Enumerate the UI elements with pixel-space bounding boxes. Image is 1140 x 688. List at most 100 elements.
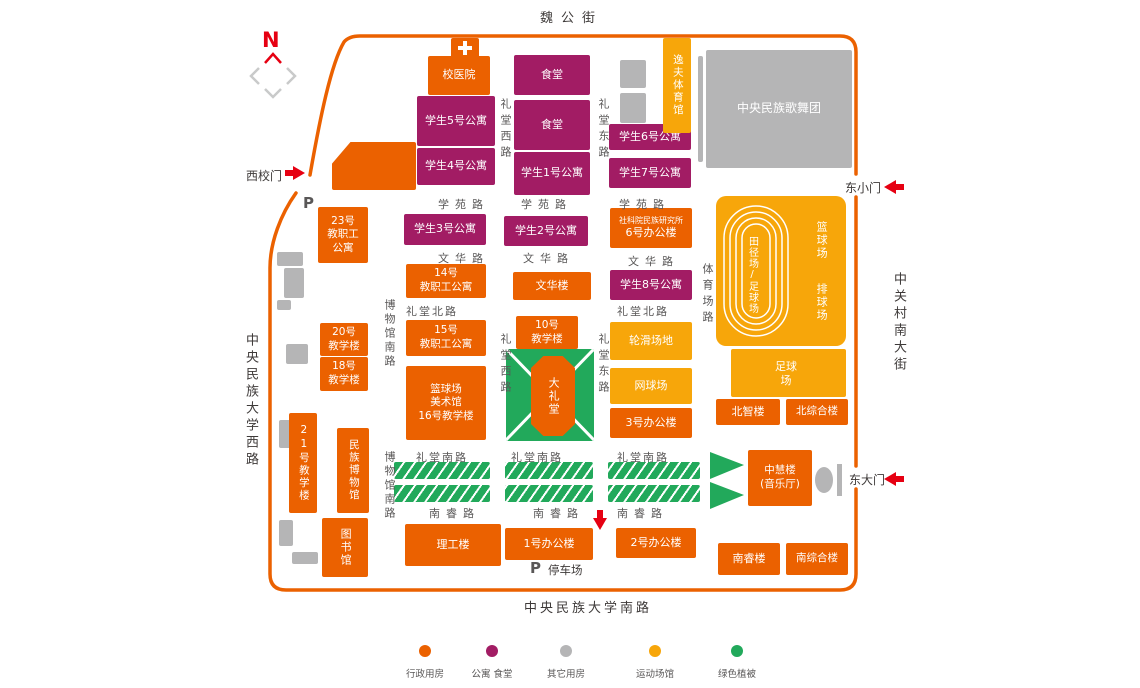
road-label-litang-bei-2: 礼堂北路 (617, 305, 669, 318)
building-dorm1: 学生1号公寓 (514, 152, 590, 195)
road-label-nanrui-3: 南睿路 (617, 507, 668, 520)
building-nanrui: 南睿楼 (718, 543, 780, 575)
road-label-wenhua-1: 文华路 (438, 252, 489, 265)
building-hospital: 校医院 (428, 56, 490, 95)
road-label-litang-dong-1: 礼堂东路 (597, 98, 610, 162)
misc-building (698, 56, 703, 162)
parking-symbol-west: P (303, 194, 314, 212)
building-teach-18: 18号 教学楼 (320, 357, 368, 391)
hedge-row (394, 462, 490, 479)
road-label-weigong-street: 魏公街 (540, 11, 604, 26)
building-office-3: 3号办公楼 (610, 408, 692, 438)
hedge-row (608, 485, 700, 502)
parking-symbol-south: P (530, 559, 541, 577)
misc-building-orange (332, 142, 416, 190)
building-dorm4: 学生4号公寓 (417, 148, 495, 185)
hospital-cross-icon (458, 46, 472, 50)
misc-building (277, 300, 291, 310)
road-label-university-south-road: 中央民族大学南路 (524, 601, 653, 616)
legend-dot-other (560, 645, 572, 657)
legend-label-admin: 行政用房 (405, 669, 444, 680)
building-teach-21: 21号教学楼 (289, 413, 317, 513)
legend-item-dorm: 公寓 食堂 (460, 645, 524, 680)
misc-gray-shapes (815, 464, 842, 496)
road-label-wenhua-2: 文华路 (523, 252, 574, 265)
building-office-6-sublabel: 社科院民族研究所 (619, 216, 683, 226)
road-label-nanrui-2: 南睿路 (533, 507, 584, 520)
road-label-litang-nan-1: 礼堂南路 (416, 451, 468, 464)
building-yifu-gym: 逸夫体育馆 (663, 38, 691, 133)
misc-building (286, 344, 308, 364)
green-chevrons (710, 452, 744, 509)
road-label-litang-bei-1: 礼堂北路 (406, 305, 458, 318)
sports-tennis-court: 网球场 (610, 368, 692, 404)
building-dorm3: 学生3号公寓 (404, 214, 486, 245)
sports-basketball-label: 篮球场 (815, 220, 829, 260)
parking-lot-label: 停车场 (548, 563, 583, 577)
east-small-gate-label: 东小门 (845, 181, 882, 195)
road-label-nanrui-1: 南睿路 (429, 507, 480, 520)
misc-building (292, 552, 318, 564)
misc-building (279, 520, 293, 546)
road-label-zhongguancun-south-street: 中关村南大街 (891, 272, 906, 374)
legend-label-green: 绿色植被 (717, 669, 756, 680)
legend-item-other: 其它用房 (534, 645, 598, 680)
legend-label-other: 其它用房 (546, 669, 585, 680)
legend-dot-dorm (486, 645, 498, 657)
building-zhonghui: 中慧楼 (音乐厅) (748, 450, 812, 506)
building-teach-20: 20号 教学楼 (320, 323, 368, 356)
building-office-1: 1号办公楼 (505, 528, 593, 560)
gate-arrows (285, 166, 904, 530)
road-label-litang-nan-3: 礼堂南路 (617, 451, 669, 464)
legend-item-green: 绿色植被 (705, 645, 769, 680)
misc-building (277, 252, 303, 266)
hedge-row (505, 462, 593, 479)
road-label-wenhua-3: 文华路 (628, 255, 679, 268)
campus-boundary-line (268, 34, 858, 592)
road-label-xueyuan-2: 学苑路 (521, 198, 572, 211)
legend-dot-green (731, 645, 743, 657)
misc-building (284, 268, 304, 298)
building-office-6-label: 6号办公楼 (625, 225, 677, 239)
south-entrance-arrow-icon (593, 510, 607, 530)
building-dorm8: 学生8号公寓 (610, 270, 692, 300)
building-museum: 民族博物馆 (337, 428, 369, 513)
building-staff-apt-15: 15号 教职工公寓 (406, 320, 486, 356)
sports-football-field (731, 349, 846, 397)
road-label-litang-nan-2: 礼堂南路 (511, 451, 563, 464)
east-gate-arrow-icon (884, 472, 904, 486)
road-label-litang-dong-2: 礼堂东路 (597, 333, 610, 397)
sports-volleyball-label: 排球场 (815, 282, 829, 322)
east-small-gate-arrow-icon (884, 180, 904, 194)
building-staff-apt-14: 14号 教职工公寓 (406, 264, 486, 298)
sports-track-label: 田径场/足球场 (746, 236, 758, 314)
road-label-litang-xi-1: 礼堂西路 (499, 98, 512, 162)
building-art-16: 篮球场 美术馆 16号教学楼 (406, 366, 486, 440)
building-canteen-top: 食堂 (514, 55, 590, 95)
sports-football-label: 足球场 (775, 359, 797, 387)
road-label-university-west-road: 中央民族大学西路 (243, 333, 258, 469)
east-gate-label: 东大门 (849, 473, 886, 487)
sports-complex (716, 196, 846, 346)
legend-label-sports: 运动场馆 (635, 669, 674, 680)
building-teach-10: 10号 教学楼 (516, 316, 578, 349)
west-gate-arrow-icon (285, 166, 305, 180)
building-ligong: 理工楼 (405, 524, 501, 566)
west-gate-label: 西校门 (246, 169, 283, 183)
building-canteen-mid: 食堂 (514, 100, 590, 150)
road-label-litang-xi-2: 礼堂西路 (499, 333, 512, 397)
misc-building (620, 93, 646, 123)
building-beizonghe: 北综合楼 (786, 399, 848, 425)
road-label-tiyuchang: 体育场路 (701, 263, 714, 327)
building-staff-apt-23: 23号 教职工 公寓 (318, 207, 368, 263)
building-nanzonghe: 南综合楼 (786, 543, 848, 575)
building-beizhi: 北智楼 (716, 399, 780, 425)
building-song-dance-troupe: 中央民族歌舞团 (706, 50, 852, 168)
legend-item-admin: 行政用房 (393, 645, 457, 680)
road-label-bowuguan-nan-1: 博物馆南路 (383, 299, 396, 369)
building-grand-hall: 大礼堂 (531, 356, 575, 436)
misc-building (620, 60, 646, 88)
legend-item-sports: 运动场馆 (623, 645, 687, 680)
